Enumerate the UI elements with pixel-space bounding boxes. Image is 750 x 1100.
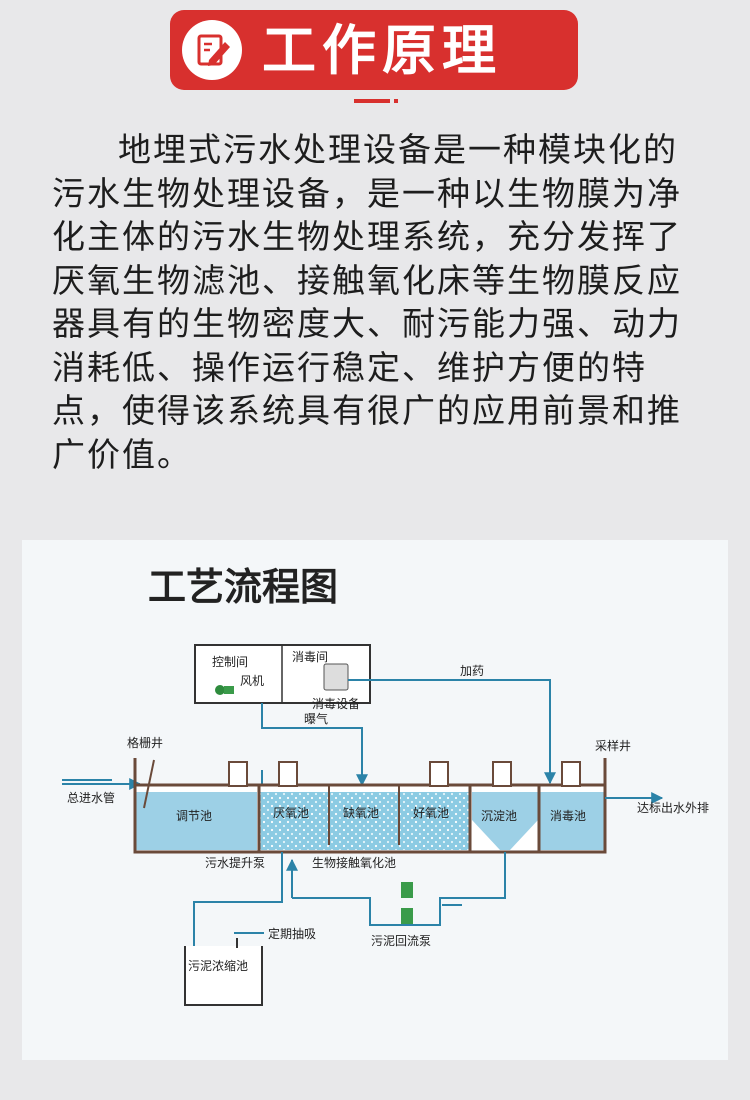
sludge-pipes — [188, 852, 506, 960]
disinfection-equipment-icon — [323, 663, 349, 691]
aeration-label: 曝气 — [304, 711, 328, 726]
control-building: 控制间 消毒间 风机 消毒设备 — [194, 644, 371, 711]
sludge-thickener-label: 污泥浓缩池 — [188, 958, 248, 973]
main-inlet-label: 总进水管 — [67, 790, 115, 805]
diagram-title: 工艺流程图 — [148, 565, 338, 609]
tank-body — [133, 758, 607, 854]
sampling-well-label: 采样井 — [595, 738, 631, 753]
periodic-pumping-label: 定期抽吸 — [268, 926, 316, 941]
disinfection-tank-label: 消毒池 — [550, 809, 586, 823]
aerobic-tank-label: 好氧池 — [413, 806, 449, 820]
sedimentation-tank-label: 沉淀池 — [481, 809, 517, 823]
disinfection-equipment-label: 消毒设备 — [312, 697, 360, 711]
title-underline — [354, 99, 390, 103]
disinfection-room-label: 消毒间 — [292, 650, 328, 664]
process-flow-diagram: 工艺流程图 控制间 消毒间 风机 消毒设备 加药 曝气 总进水管 — [22, 540, 728, 1060]
anaerobic-tank-label: 厌氧池 — [273, 806, 309, 820]
outlet-label: 达标出水外排 — [637, 801, 709, 815]
blower-label: 风机 — [240, 674, 264, 688]
intro-paragraph: 地埋式污水处理设备是一种模块化的污水生物处理设备，是一种以生物膜为净化主体的污水… — [52, 130, 682, 474]
anoxic-tank-label: 缺氧池 — [343, 805, 379, 820]
page-title: 工作原理 — [262, 19, 502, 82]
sludge-return-pump-icon — [401, 882, 413, 924]
blower-icon — [215, 685, 234, 695]
edit-icon — [182, 20, 242, 80]
title-underline-dot — [394, 99, 398, 103]
grille-well-label: 格栅井 — [127, 735, 163, 750]
sludge-thickener — [184, 938, 263, 1006]
bio-contact-oxidation-label: 生物接触氧化池 — [312, 855, 396, 870]
regulating-tank-label: 调节池 — [176, 809, 212, 823]
sludge-return-pump-label: 污泥回流泵 — [371, 934, 431, 948]
dosing-label: 加药 — [460, 664, 484, 678]
lift-pump-label: 污水提升泵 — [205, 855, 265, 870]
control-room-label: 控制间 — [212, 655, 248, 669]
title-banner: 工作原理 — [170, 10, 578, 90]
